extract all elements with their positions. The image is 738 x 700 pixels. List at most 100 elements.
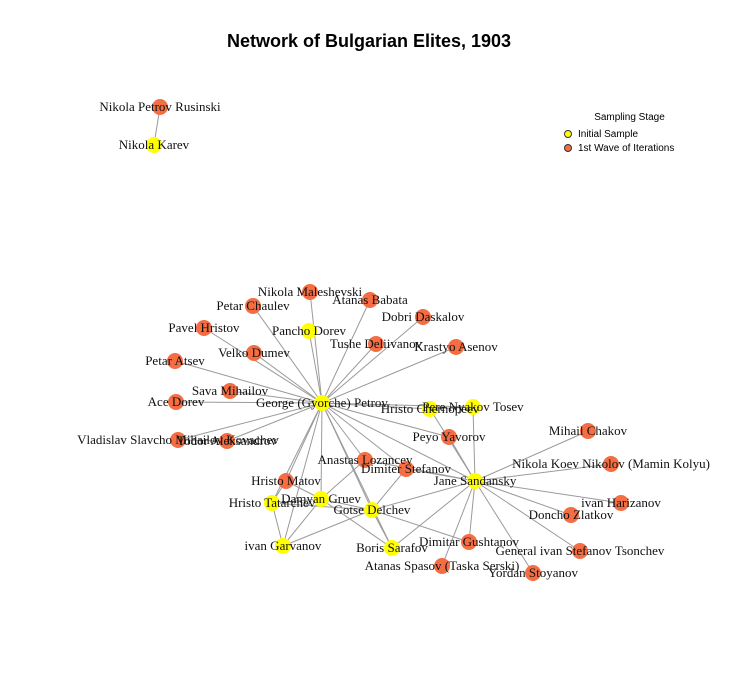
node-label-serski: Atanas Spasov (Taska Serski) xyxy=(365,558,520,573)
node-karev xyxy=(146,137,162,153)
node-dumev xyxy=(246,345,262,361)
node-chakov xyxy=(580,423,596,439)
edge-sandansky-yavorov xyxy=(448,436,476,482)
node-label-deliivanov: Tushe Deliivanov xyxy=(330,336,423,351)
node-mihailov xyxy=(222,383,238,399)
edge-delchev-gruev xyxy=(320,498,373,511)
edge-gruev-lozancev xyxy=(320,459,366,500)
node-chernopeev xyxy=(422,401,438,417)
node-label-stoyanov: Yordan Stoyanov xyxy=(488,565,579,580)
node-deliivanov xyxy=(368,336,384,352)
edge-petrov-aleksandrov xyxy=(226,402,323,442)
node-chaulev xyxy=(245,298,261,314)
figure-title: Network of Bulgarian Elites, 1903 xyxy=(226,31,512,51)
edge-gruev-garvanov xyxy=(282,498,322,547)
edge-sandansky-gushtanov xyxy=(468,480,476,543)
legend-label-wave1: 1st Wave of Iterations xyxy=(578,142,675,154)
edge-petrov-tosev xyxy=(321,402,474,408)
node-label-gushtanov: Dimitar Gushtanov xyxy=(419,534,520,549)
edge-petrov-tatarchev xyxy=(271,402,323,504)
node-tatarchev xyxy=(264,495,280,511)
node-label-sandansky: Jane Sandansky xyxy=(434,473,517,488)
edge-petrov-yavorov xyxy=(321,402,450,438)
node-label-pdorev: Pancho Dorev xyxy=(272,323,347,338)
edge-sandansky-harizanov xyxy=(474,480,622,504)
node-kovachev xyxy=(170,432,186,448)
edge-petrov-garvanov xyxy=(282,402,323,547)
edge-delchev-stefanov xyxy=(371,468,407,511)
legend: Sampling Stage Initial Sample 1st Wave o… xyxy=(562,112,712,155)
edge-layer xyxy=(153,106,622,574)
edge-petrov-pdorev xyxy=(308,330,323,404)
node-tosev xyxy=(465,399,481,415)
edge-sandansky-delchev xyxy=(371,480,476,511)
node-asenov xyxy=(448,339,464,355)
node-label-nikolov: Nikola Koev Nikolov (Mamin Kolyu) xyxy=(512,456,710,471)
node-delchev xyxy=(364,502,380,518)
node-label-maleshevski: Nikola Maleshevski xyxy=(258,284,363,299)
edge-petrov-lozancev xyxy=(321,402,366,461)
node-label-tosev: Pere Nyakov Tosev xyxy=(422,399,524,414)
edge-sandansky-zlatkov xyxy=(474,480,572,516)
edge-petrov-adorev xyxy=(175,401,323,404)
node-daskalov xyxy=(415,309,431,325)
node-label-gruev: Damyan Gruev xyxy=(281,491,361,506)
node-rusinski xyxy=(152,99,168,115)
edge-petrov-hristov xyxy=(203,327,323,404)
node-label-matov: Hristo Matov xyxy=(251,473,321,488)
node-label-tatarchev: Hristo Tatarchev xyxy=(229,495,316,510)
edge-petrov-kovachev xyxy=(177,402,323,441)
node-label-harizanov: ivan Harizanov xyxy=(581,495,661,510)
node-serski xyxy=(434,558,450,574)
node-label-zlatkov: Doncho Zlatkov xyxy=(529,507,614,522)
node-label-delchev: Gotse Delchev xyxy=(334,502,411,517)
edge-petrov-asenov xyxy=(321,346,457,404)
node-label-chakov: Mihail Chakov xyxy=(549,423,628,438)
node-matov xyxy=(278,473,294,489)
node-sarafov xyxy=(384,540,400,556)
edge-sandansky-tsonchev xyxy=(474,480,581,552)
edge-petrov-sarafov xyxy=(321,402,393,549)
edge-petrov-babata xyxy=(321,299,371,404)
edge-gruev-sarafov xyxy=(320,498,393,549)
node-label-karev: Nikola Karev xyxy=(119,137,190,152)
edge-petrov-daskalov xyxy=(321,316,424,404)
edge-gruev-tatarchev xyxy=(271,498,322,504)
edge-sandansky-serski xyxy=(441,480,476,567)
edge-sandansky-lozancev xyxy=(364,459,476,482)
node-nikolov xyxy=(603,456,619,472)
node-label-sarafov: Boris Sarafov xyxy=(356,540,428,555)
edge-petrov-maleshevski xyxy=(309,291,323,404)
edge-petrov-gruev xyxy=(320,402,323,500)
legend-swatch-initial xyxy=(564,130,572,138)
node-label-petrov: George (Gyorche) Petrov xyxy=(256,395,388,410)
node-label-garvanov: ivan Garvanov xyxy=(245,538,322,553)
edge-petrov-stefanov xyxy=(321,402,407,470)
node-label-adorev: Ace Dorev xyxy=(148,394,205,409)
node-hristov xyxy=(196,320,212,336)
edge-sandansky-nikolov xyxy=(474,463,612,482)
node-label-yavorov: Peyo Yavorov xyxy=(413,429,486,444)
node-sandansky xyxy=(467,473,483,489)
node-babata xyxy=(362,292,378,308)
node-label-kovachev: Vladislav Slavcho Mihailov Kovachev xyxy=(77,432,279,447)
node-harizanov xyxy=(613,495,629,511)
node-label-daskalov: Dobri Daskalov xyxy=(382,309,465,324)
edge-petrov-chaulev xyxy=(252,305,323,404)
node-zlatkov xyxy=(563,507,579,523)
node-stoyanov xyxy=(525,565,541,581)
node-label-mihailov: Sava Mihailov xyxy=(192,383,269,398)
edge-sandansky-tosev xyxy=(472,406,476,482)
legend-title: Sampling Stage xyxy=(594,112,665,123)
edge-sandansky-stoyanov xyxy=(474,480,534,574)
node-gushtanov xyxy=(461,534,477,550)
node-label-babata: Atanas Babata xyxy=(332,292,408,307)
node-label-aleksandrov: Todor Aleksandrov xyxy=(177,433,277,448)
node-label-chaulev: Petar Chaulev xyxy=(216,298,290,313)
edge-sandansky-chakov xyxy=(474,430,589,482)
node-atsev xyxy=(167,353,183,369)
node-label-lozancev: Anastas Lozancev xyxy=(318,452,413,467)
